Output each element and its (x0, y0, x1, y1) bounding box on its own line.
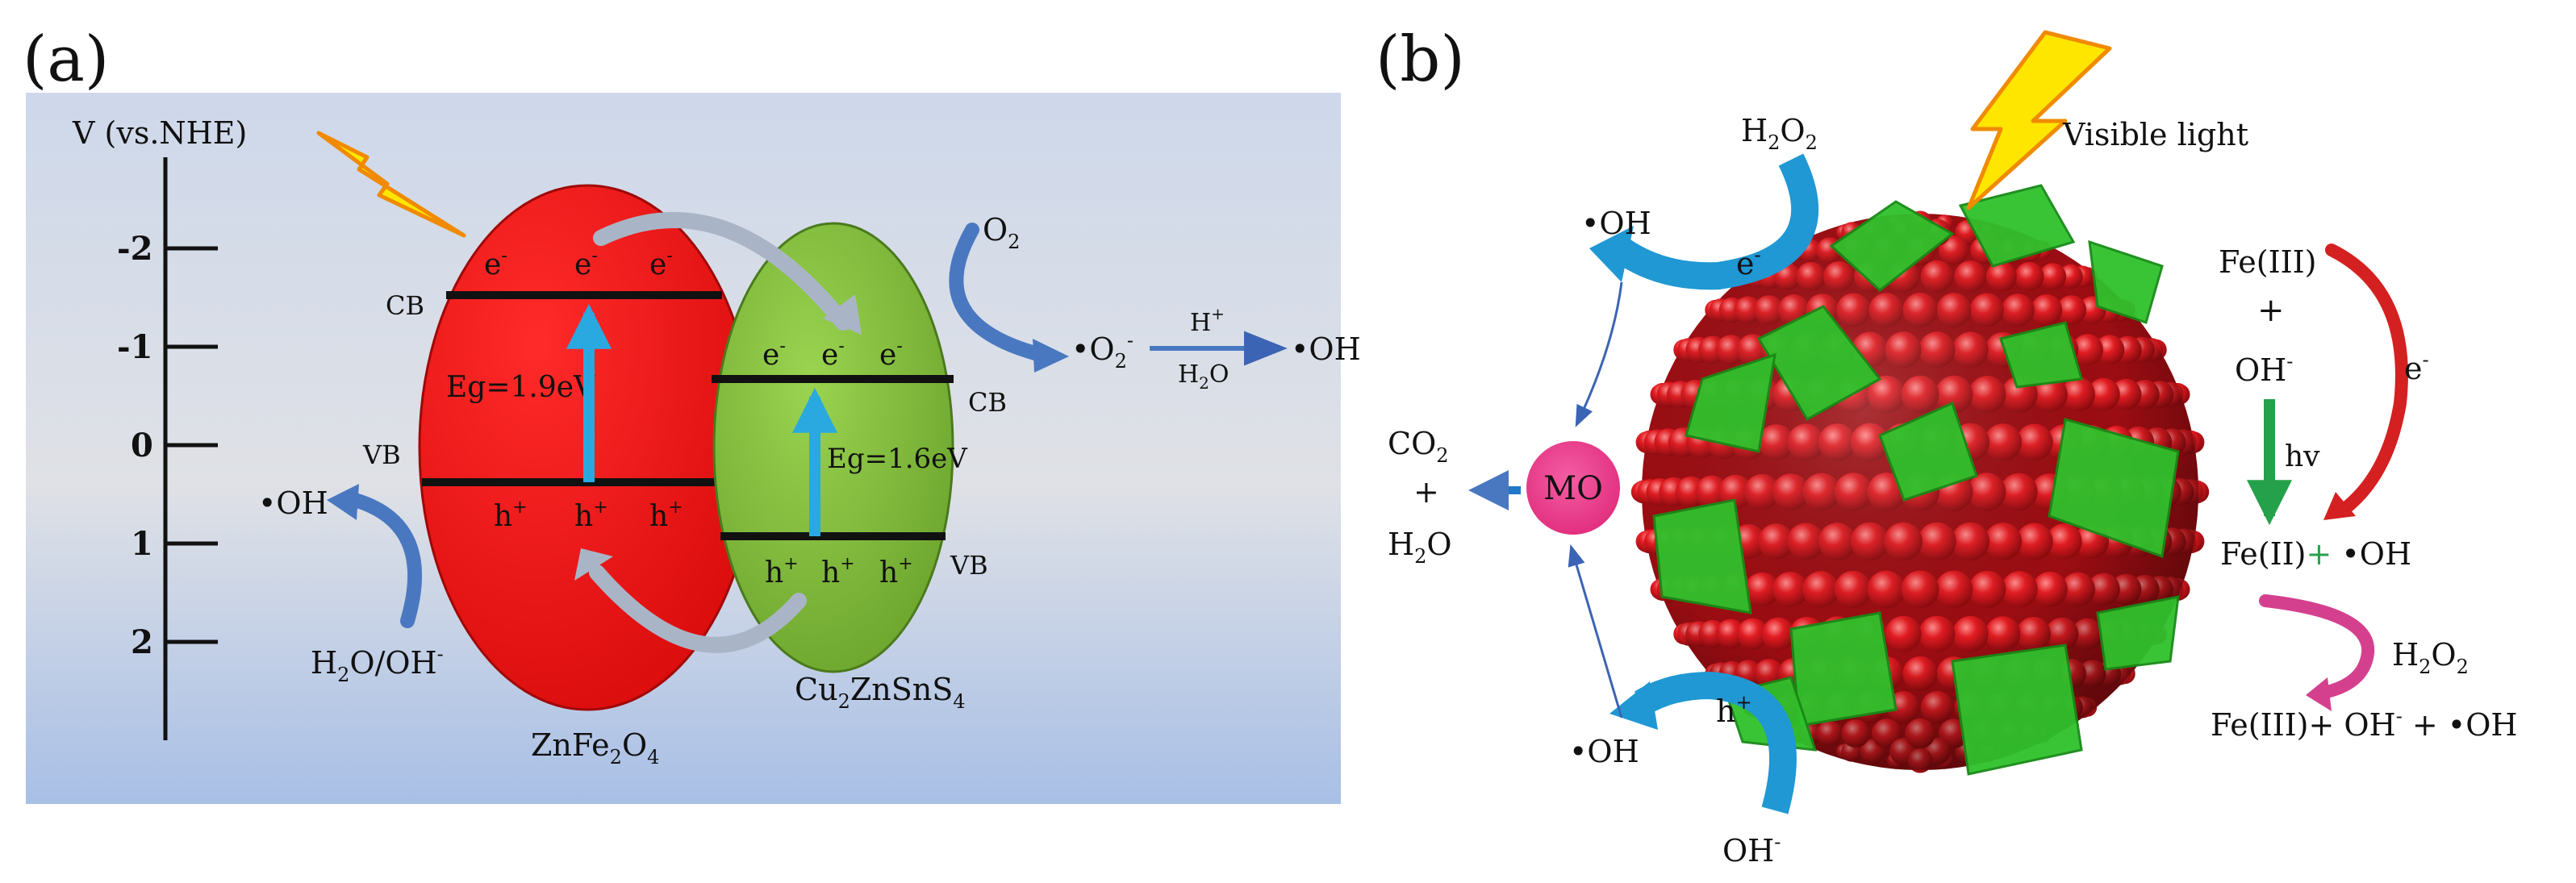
electron: e (879, 339, 896, 372)
lightning-icon (1966, 30, 2112, 210)
sheet-fragment (1999, 321, 2083, 389)
svg-text:e-: e- (649, 246, 673, 281)
electron-cycle-arrow (2325, 244, 2408, 516)
panel-a-letter: (a) (23, 23, 109, 96)
mo-label: MO (1543, 470, 1603, 507)
svg-text:h+: h+ (649, 498, 683, 533)
hole: h (821, 556, 840, 589)
electron: e (821, 339, 838, 372)
zfo-bandgap: Eg=1.9eV (446, 371, 595, 404)
zfo-name: ZnFe2O4 (531, 727, 659, 768)
fe-electron-label: e- (2404, 348, 2429, 386)
fe3-label: Fe(III) (2219, 244, 2316, 280)
hydroxyl-left: •OH (258, 485, 328, 521)
hydroxide-label: OH- (1722, 831, 1781, 868)
svg-text:h+: h+ (879, 554, 913, 589)
electron-transfer-arrow (593, 211, 851, 331)
hole: h (765, 556, 783, 589)
fe2-line: Fe(II)+ •OH (2220, 536, 2411, 572)
potential-axis: V (vs.NHE) -2 -1 0 1 2 (72, 115, 247, 740)
czts-cb-label: CB (968, 387, 1007, 418)
catalyst-sphere (1630, 184, 2210, 776)
h2o2-label: H2O2 (1741, 113, 1818, 154)
sheet-fragment (2096, 595, 2180, 671)
svg-text:h+: h+ (574, 498, 608, 533)
svg-text:h+: h+ (765, 554, 799, 589)
fenton-cycle: Fe(III) + OH- hv e- Fe(II)+ •OH H2O2 Fe(… (2211, 244, 2518, 743)
tick-label: 0 (131, 427, 153, 464)
oxidation-arrow (348, 493, 423, 628)
sheet-fragment (2048, 418, 2180, 559)
hole: h (494, 500, 512, 533)
zfo-vb-label: VB (362, 439, 401, 470)
sheet-fragment (1951, 644, 2083, 776)
electron: e (762, 339, 779, 372)
h2o2-reduction-arrow (1614, 153, 1818, 290)
h2o2-cycle-arrow (2259, 594, 2375, 700)
panel-b-letter: (b) (1376, 23, 1465, 96)
electron: e (574, 248, 591, 281)
hole-transfer-arrow (589, 564, 807, 653)
hole: h (574, 500, 593, 533)
svg-text:h+: h+ (494, 498, 528, 533)
final-products: Fe(III)+ OH- + •OH (2211, 705, 2518, 743)
electron-label: e- (1736, 244, 1761, 281)
svg-text:e-: e- (574, 246, 598, 281)
electron: e (649, 248, 666, 281)
visible-light-label: Visible light (2062, 117, 2248, 152)
hole-label: h+ (1716, 691, 1752, 729)
tick-label: 1 (131, 525, 153, 563)
czts-semiconductor: e- e- e- h+ h+ h+ Eg=1.6eV CB VB Cu2ZnSn… (712, 222, 1007, 713)
h2o-label: H2O (1388, 527, 1452, 568)
fe-plus-label: + (2257, 292, 2285, 329)
o2-reduction-arrow (949, 223, 1048, 362)
zfo-cb-label: CB (386, 290, 424, 321)
tick-label: 2 (131, 623, 153, 661)
oxidation-arrow (1634, 671, 1797, 814)
hv-label: hv (2285, 440, 2320, 473)
degradation-arrow (1575, 281, 1623, 427)
degradation-arrow (1568, 544, 1623, 718)
czts-name: Cu2ZnSnS4 (795, 672, 966, 713)
h2o2-b-label: H2O2 (2392, 637, 2469, 678)
hole: h (649, 500, 668, 533)
sheet-fragment (1829, 200, 1955, 292)
fe-hydroxide-label: OH- (2235, 350, 2293, 388)
lightning-icon (316, 131, 466, 238)
czts-vb-label: VB (950, 550, 988, 581)
sheet-fragment (2088, 239, 2164, 324)
sheet-fragment (1878, 401, 1978, 502)
svg-text:e-: e- (762, 336, 786, 372)
hole: h (879, 556, 898, 589)
superoxide-label: •O2- (1071, 329, 1134, 373)
svg-text:e-: e- (821, 336, 845, 372)
hydroxyl-top: •OH (1581, 206, 1651, 241)
hydroxyl-product: •OH (1291, 331, 1361, 367)
panel-a: (a) V (vs.NHE) -2 -1 0 1 2 e- e- (23, 23, 1361, 804)
sheet-fragment (1958, 184, 2076, 268)
tick-label: -2 (117, 230, 152, 268)
electron: e (484, 248, 501, 281)
mo-pollutant (1526, 441, 1620, 535)
hydroxyl-bottom: •OH (1569, 734, 1639, 769)
sheet-fragment (1789, 611, 1898, 727)
water-label: H2O (1178, 360, 1230, 393)
sheet-fragment (1685, 352, 1776, 453)
tick-label: -1 (117, 328, 152, 366)
axis-label: V (vs.NHE) (72, 115, 247, 151)
svg-text:e-: e- (879, 336, 903, 372)
svg-text:e-: e- (484, 246, 507, 281)
hplus-label: H+ (1190, 304, 1225, 337)
h2o-oh-label: H2O/OH- (311, 643, 444, 686)
svg-text:h+: h+ (821, 554, 855, 589)
plus-label: + (1413, 474, 1439, 510)
o2-label: O2 (983, 212, 1020, 253)
czts-bandgap: Eg=1.6eV (827, 443, 968, 475)
panel-b: (b) Visible light H2O2 e- •OH h+ •OH OH-… (1376, 23, 2518, 868)
sheet-fragment (1652, 498, 1752, 614)
sheet-fragment (1756, 305, 1882, 422)
co2-label: CO2 (1388, 426, 1449, 467)
